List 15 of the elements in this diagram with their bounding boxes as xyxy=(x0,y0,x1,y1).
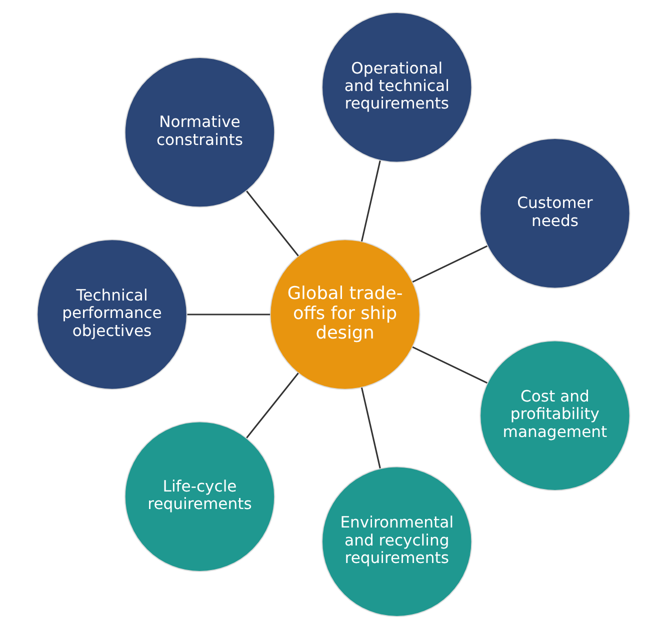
connector xyxy=(412,346,488,384)
node-circle: Environmental and recycling requirements xyxy=(322,466,472,618)
connector xyxy=(246,190,299,256)
connector xyxy=(360,387,381,468)
node-circle: Operational and technical requirements xyxy=(322,12,472,163)
node-circle: Technical performance objectives xyxy=(36,239,188,390)
connector xyxy=(246,372,299,438)
connector xyxy=(187,314,270,316)
node-circle: Life-cycle requirements xyxy=(124,421,276,572)
node-circle: Global trade-offs for ship design xyxy=(270,239,420,390)
node-circle: Normative constraints xyxy=(124,56,276,208)
connector xyxy=(360,160,381,242)
node-circle: Customer needs xyxy=(480,138,630,289)
node-circle: Cost and profitability management xyxy=(480,340,630,491)
connector xyxy=(412,245,488,283)
